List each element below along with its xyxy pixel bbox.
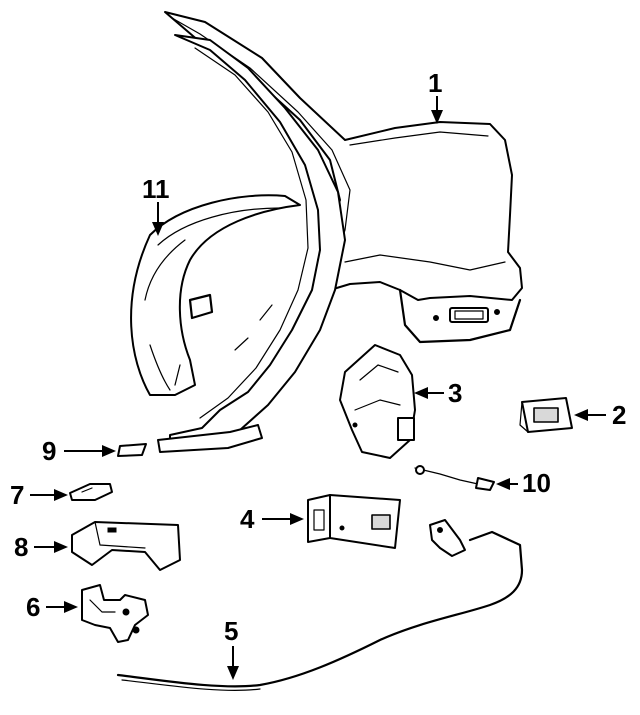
- callout-label-2: 2: [612, 400, 626, 430]
- callout-10: 10: [496, 468, 551, 498]
- callout-label-7: 7: [10, 480, 24, 510]
- callout-7: 7: [10, 480, 68, 510]
- callout-label-3: 3: [448, 378, 462, 408]
- inner-body-structure: [157, 34, 346, 453]
- quarter-panel-part-1: [164, 11, 523, 344]
- callout-label-4: 4: [240, 504, 255, 534]
- callout-label-11: 11: [142, 174, 170, 204]
- callout-label-9: 9: [42, 436, 56, 466]
- callout-8: 8: [14, 532, 68, 562]
- pocket-part-2: [519, 397, 573, 433]
- callout-label-1: 1: [428, 68, 442, 98]
- cable-part-10: [414, 465, 495, 491]
- cover-part-8: [71, 521, 181, 571]
- latch-part-6: [81, 584, 149, 643]
- release-cable-part-5: [116, 519, 524, 691]
- pad-part-9: [117, 443, 147, 457]
- callout-label-5: 5: [224, 616, 238, 646]
- callout-label-6: 6: [26, 592, 40, 622]
- callout-11: 11: [142, 174, 170, 236]
- fuel-housing-part-3: [339, 344, 416, 459]
- wheelhouse-part-11: [130, 194, 301, 396]
- callout-2: 2: [574, 400, 626, 430]
- fuel-door-part-4: [307, 494, 401, 549]
- callout-4: 4: [240, 504, 304, 534]
- callout-5: 5: [224, 616, 239, 680]
- callout-label-10: 10: [522, 468, 551, 498]
- callout-label-8: 8: [14, 532, 28, 562]
- callout-3: 3: [414, 378, 462, 408]
- callout-1: 1: [428, 68, 443, 124]
- callout-6: 6: [26, 592, 78, 622]
- bumper-part-7: [69, 483, 113, 501]
- callout-9: 9: [42, 436, 116, 466]
